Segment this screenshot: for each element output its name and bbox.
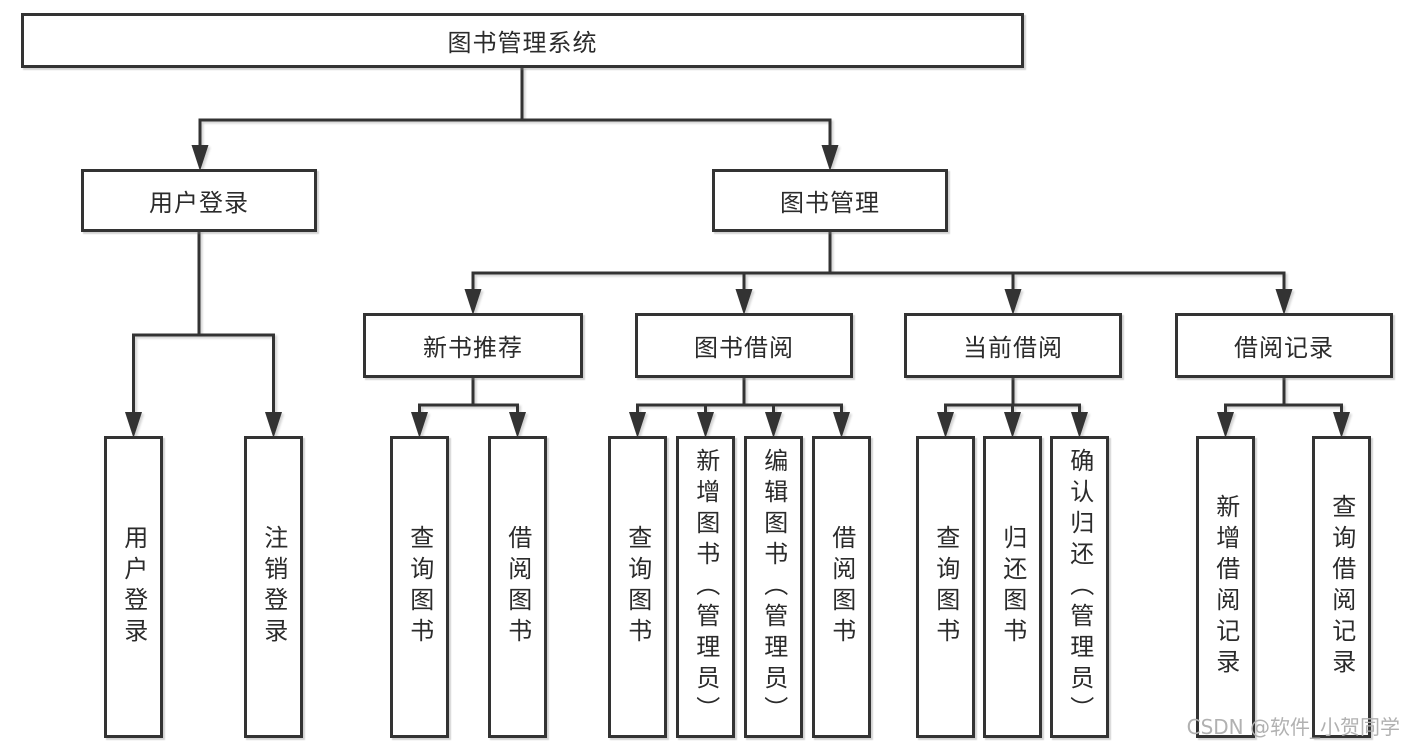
leaf-query-books-recommend: 查询图书 [390,436,449,738]
leaf-confirm-return-admin: 确认归还（管理员） [1050,436,1109,738]
leaf-edit-books-admin-label: 编辑图书（管理员） [759,447,788,727]
node-library-management-system: 图书管理系统 [21,13,1024,68]
leaf-query-borrow-record: 查询借阅记录 [1312,436,1371,738]
node-user-login: 用户登录 [81,169,317,232]
leaf-logout: 注销登录 [244,436,303,738]
leaf-user-login-label: 用户登录 [119,525,148,649]
leaf-edit-books-admin: 编辑图书（管理员） [744,436,803,738]
connector-root-to-level2 [198,66,832,149]
leaf-query-books-current-label: 查询图书 [931,525,960,649]
leaf-query-borrow-record-label: 查询借阅记录 [1327,494,1356,680]
leaf-query-books-current: 查询图书 [916,436,975,738]
connector-current-borrow-branch [944,376,1081,416]
leaf-add-borrow-record-label: 新增借阅记录 [1211,494,1240,680]
leaf-add-borrow-record: 新增借阅记录 [1196,436,1255,738]
leaf-borrow-books-recommend: 借阅图书 [488,436,547,738]
leaf-return-books: 归还图书 [983,436,1042,738]
leaf-user-login: 用户登录 [104,436,163,738]
node-book-management: 图书管理 [712,169,948,232]
leaf-query-books-borrow-label: 查询图书 [623,525,652,649]
connector-book-management-branch [471,230,1286,291]
leaf-query-books-recommend-label: 查询图书 [405,525,434,649]
leaf-add-books-admin: 新增图书（管理员） [676,436,735,738]
connector-book-borrow-branch [636,376,843,416]
connector-new-book-branch [418,376,519,416]
csdn-watermark: CSDN @软件_小贺同学 [1186,715,1400,739]
leaf-logout-label: 注销登录 [259,525,288,649]
leaf-confirm-return-admin-label: 确认归还（管理员） [1065,447,1094,727]
leaf-query-books-borrow: 查询图书 [608,436,667,738]
leaf-borrow-books-recommend-label: 借阅图书 [503,525,532,649]
node-borrowing-records: 借阅记录 [1175,313,1393,378]
arrowheads [125,145,1350,438]
connector-borrow-records-branch [1224,376,1343,416]
leaf-return-books-label: 归还图书 [998,525,1027,649]
node-current-borrowing: 当前借阅 [904,313,1122,378]
leaf-borrow-books-label: 借阅图书 [827,525,856,649]
connector-user-login-branch [132,230,275,416]
node-book-borrowing: 图书借阅 [635,313,853,378]
leaf-borrow-books: 借阅图书 [812,436,871,738]
node-new-book-recommendation: 新书推荐 [363,313,583,378]
leaf-add-books-admin-label: 新增图书（管理员） [691,447,720,727]
